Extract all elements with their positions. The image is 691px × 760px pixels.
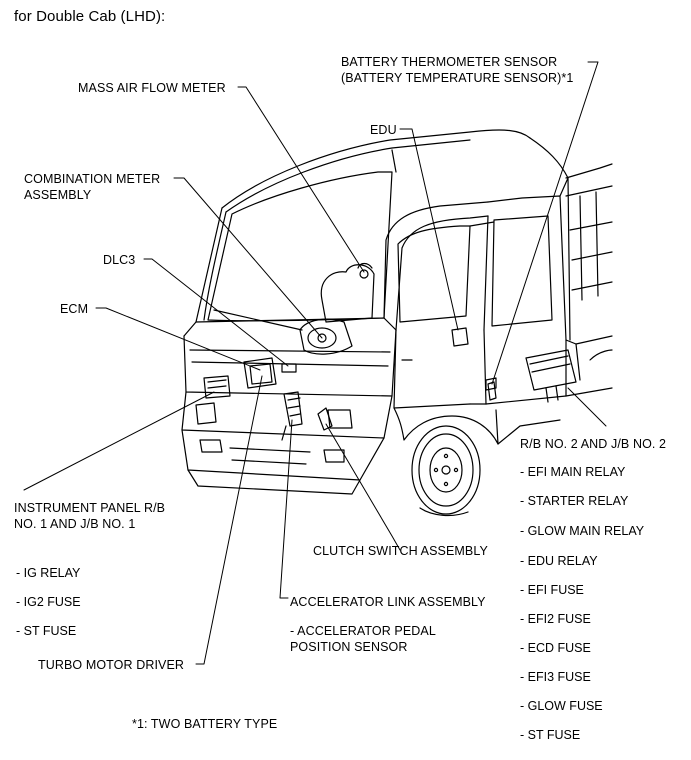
left-list-item: - IG2 FUSE — [16, 595, 81, 609]
right-list-item: - EDU RELAY — [520, 554, 598, 568]
label-ecm: ECM — [60, 302, 89, 316]
left-list-item: - ST FUSE — [16, 624, 77, 638]
left-list-item: - IG RELAY — [16, 566, 81, 580]
label-edu: EDU — [370, 123, 397, 137]
label-combination-meter-assembly: COMBINATION METER ASSEMBLY — [24, 172, 161, 202]
right-list-item: - GLOW MAIN RELAY — [520, 524, 645, 538]
label-accelerator-link-assembly: ACCELERATOR LINK ASSEMBLY — [290, 595, 486, 609]
label-mass-air-flow-meter: MASS AIR FLOW METER — [78, 81, 226, 95]
label-dlc3: DLC3 — [103, 253, 136, 267]
right-list-item: - EFI MAIN RELAY — [520, 465, 626, 479]
right-list-item: - ST FUSE — [520, 728, 581, 742]
label-rb2-jb2: R/B NO. 2 AND J/B NO. 2 — [520, 437, 667, 451]
label-clutch-switch-assembly: CLUTCH SWITCH ASSEMBLY — [313, 544, 488, 558]
right-list-item: - EFI FUSE — [520, 583, 584, 597]
right-list-item: - EFI3 FUSE — [520, 670, 591, 684]
right-list-item: - GLOW FUSE — [520, 699, 603, 713]
footnote: *1: TWO BATTERY TYPE — [132, 717, 278, 731]
label-instrument-panel-rb: INSTRUMENT PANEL R/B NO. 1 AND J/B NO. 1 — [14, 501, 166, 531]
page-title: for Double Cab (LHD): — [14, 8, 166, 25]
truck-cab-outline — [181, 129, 613, 517]
leader-lines — [23, 61, 607, 665]
label-battery-thermometer-sensor: BATTERY THERMOMETER SENSOR (BATTERY TEMP… — [341, 55, 574, 85]
right-list-item: - ECD FUSE — [520, 641, 591, 655]
right-list-item: - EFI2 FUSE — [520, 612, 591, 626]
label-accelerator-pedal-sensor: - ACCELERATOR PEDAL POSITION SENSOR — [290, 624, 436, 654]
right-list-item: - STARTER RELAY — [520, 494, 629, 508]
label-turbo-motor-driver: TURBO MOTOR DRIVER — [38, 658, 185, 672]
